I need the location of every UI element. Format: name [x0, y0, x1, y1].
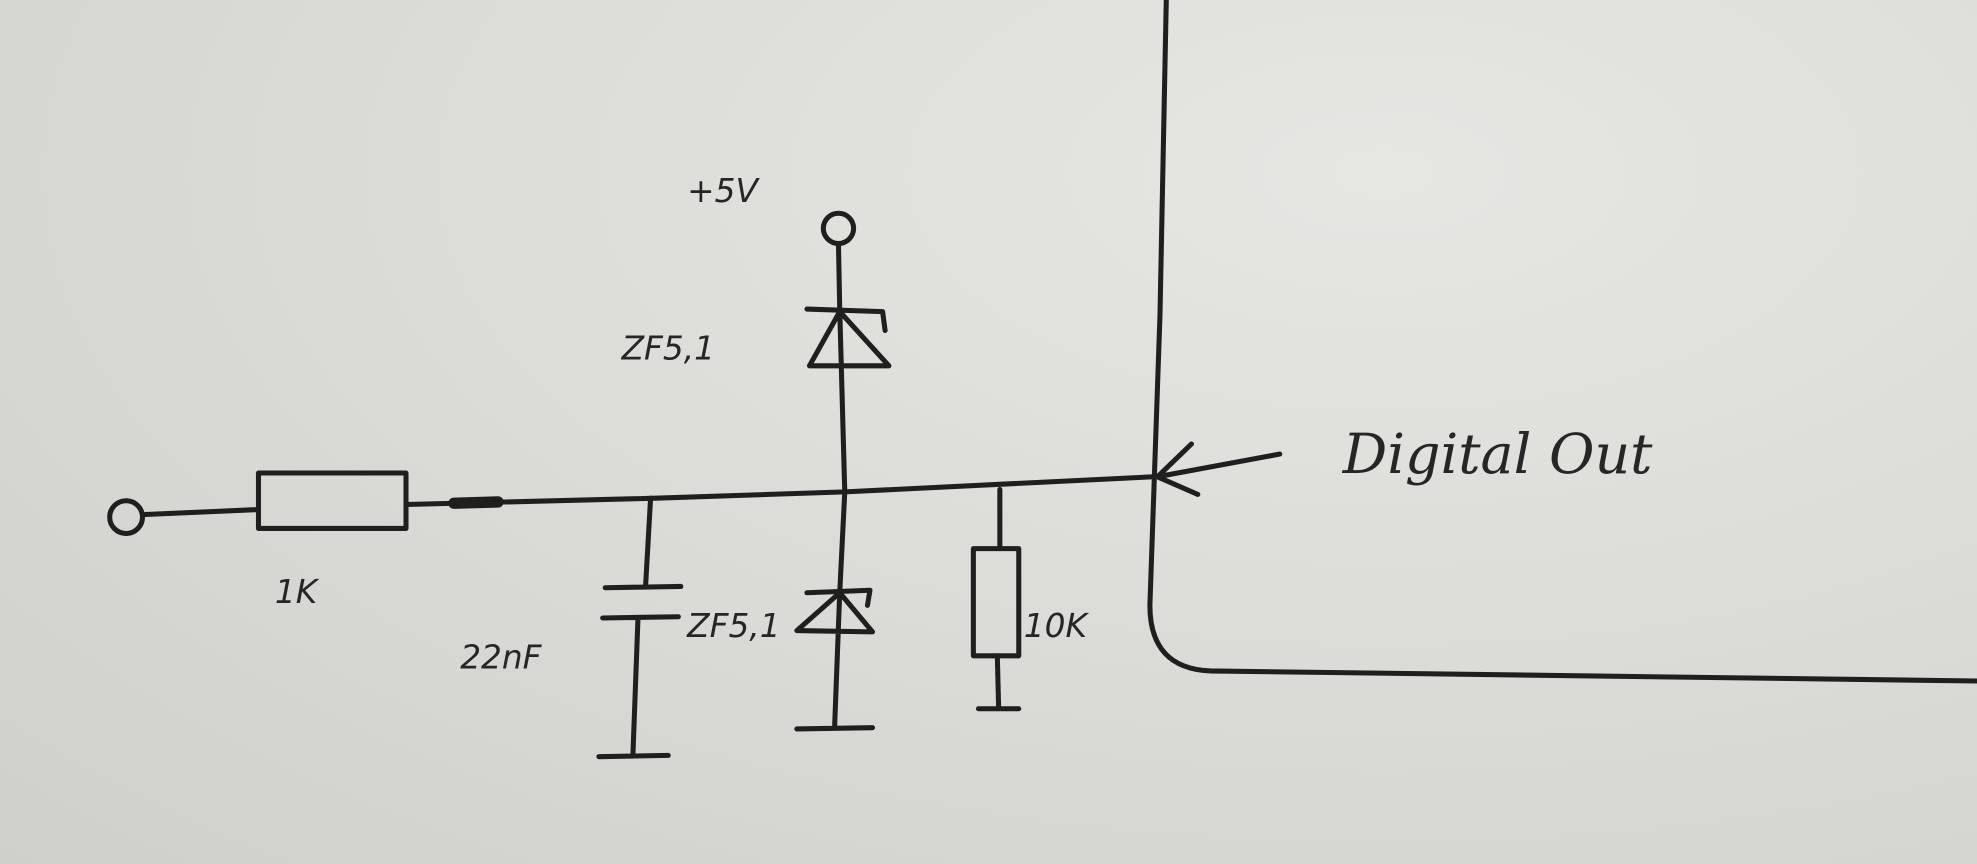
- resistor-10k: [970, 486, 1022, 712]
- capacitor-22nf: [596, 495, 684, 760]
- capacitor-label: 22nF: [460, 638, 542, 676]
- resistor-10k-label: 10K: [1024, 607, 1090, 645]
- input-terminal: [107, 498, 261, 537]
- supply-terminal: [820, 210, 857, 495]
- zener-diode-bottom: [794, 489, 876, 732]
- device-outline: [1147, 0, 1977, 684]
- resistor-1k: [255, 470, 409, 531]
- resistor-1k-label: 1K: [275, 573, 320, 611]
- main-wire: [403, 474, 1157, 509]
- zener-top-label: ZF5,1: [621, 330, 715, 368]
- supply-label: +5V: [687, 172, 760, 210]
- zener-diode-top: [804, 306, 892, 369]
- output-arrow: [1154, 441, 1283, 497]
- zener-bottom-label: ZF5,1: [686, 607, 780, 645]
- output-label: Digital Out: [1342, 423, 1653, 487]
